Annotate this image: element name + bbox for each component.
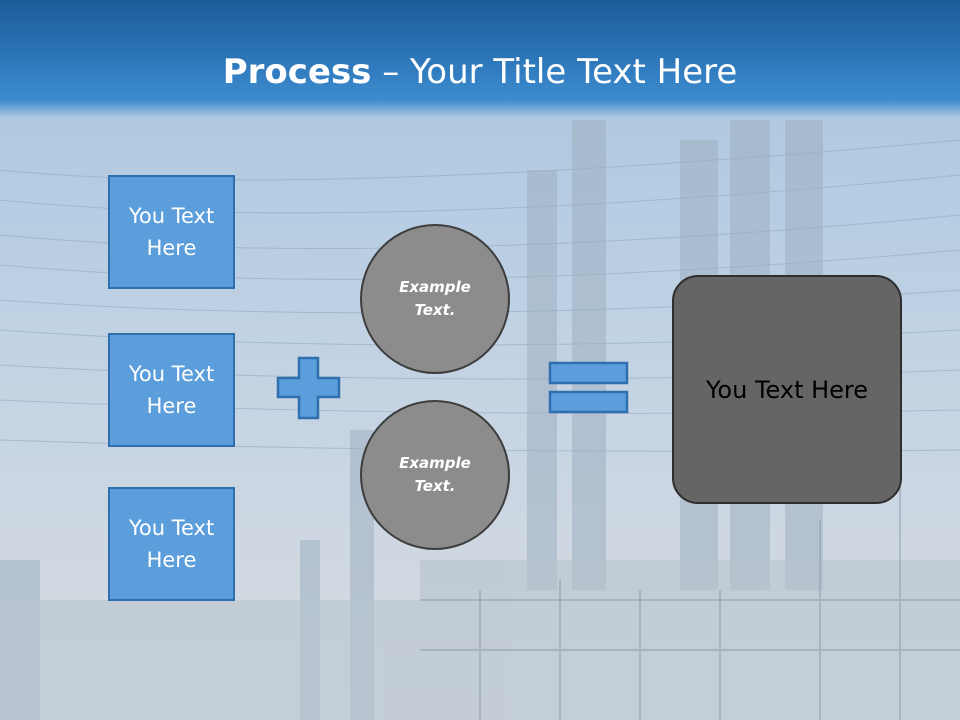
input-box-label: You Text Here xyxy=(128,362,215,418)
example-circle-2[interactable]: Example Text. xyxy=(360,400,510,550)
input-box-1[interactable]: You Text Here xyxy=(108,175,235,289)
example-circle-1[interactable]: Example Text. xyxy=(360,224,510,374)
equals-icon xyxy=(548,361,629,414)
example-circle-label: Example Text. xyxy=(399,454,471,495)
slide-title: Process – Your Title Text Here xyxy=(0,52,960,92)
title-bold: Process xyxy=(222,52,372,92)
input-box-label: You Text Here xyxy=(128,204,215,260)
input-box-2[interactable]: You Text Here xyxy=(108,333,235,447)
result-box-label: You Text Here xyxy=(705,375,869,404)
title-rest: – Your Title Text Here xyxy=(371,52,738,92)
input-box-3[interactable]: You Text Here xyxy=(108,487,235,601)
title-bar xyxy=(0,0,960,118)
input-box-label: You Text Here xyxy=(128,516,215,572)
result-box[interactable]: You Text Here xyxy=(672,275,902,504)
plus-icon xyxy=(276,356,341,420)
example-circle-label: Example Text. xyxy=(399,278,471,319)
